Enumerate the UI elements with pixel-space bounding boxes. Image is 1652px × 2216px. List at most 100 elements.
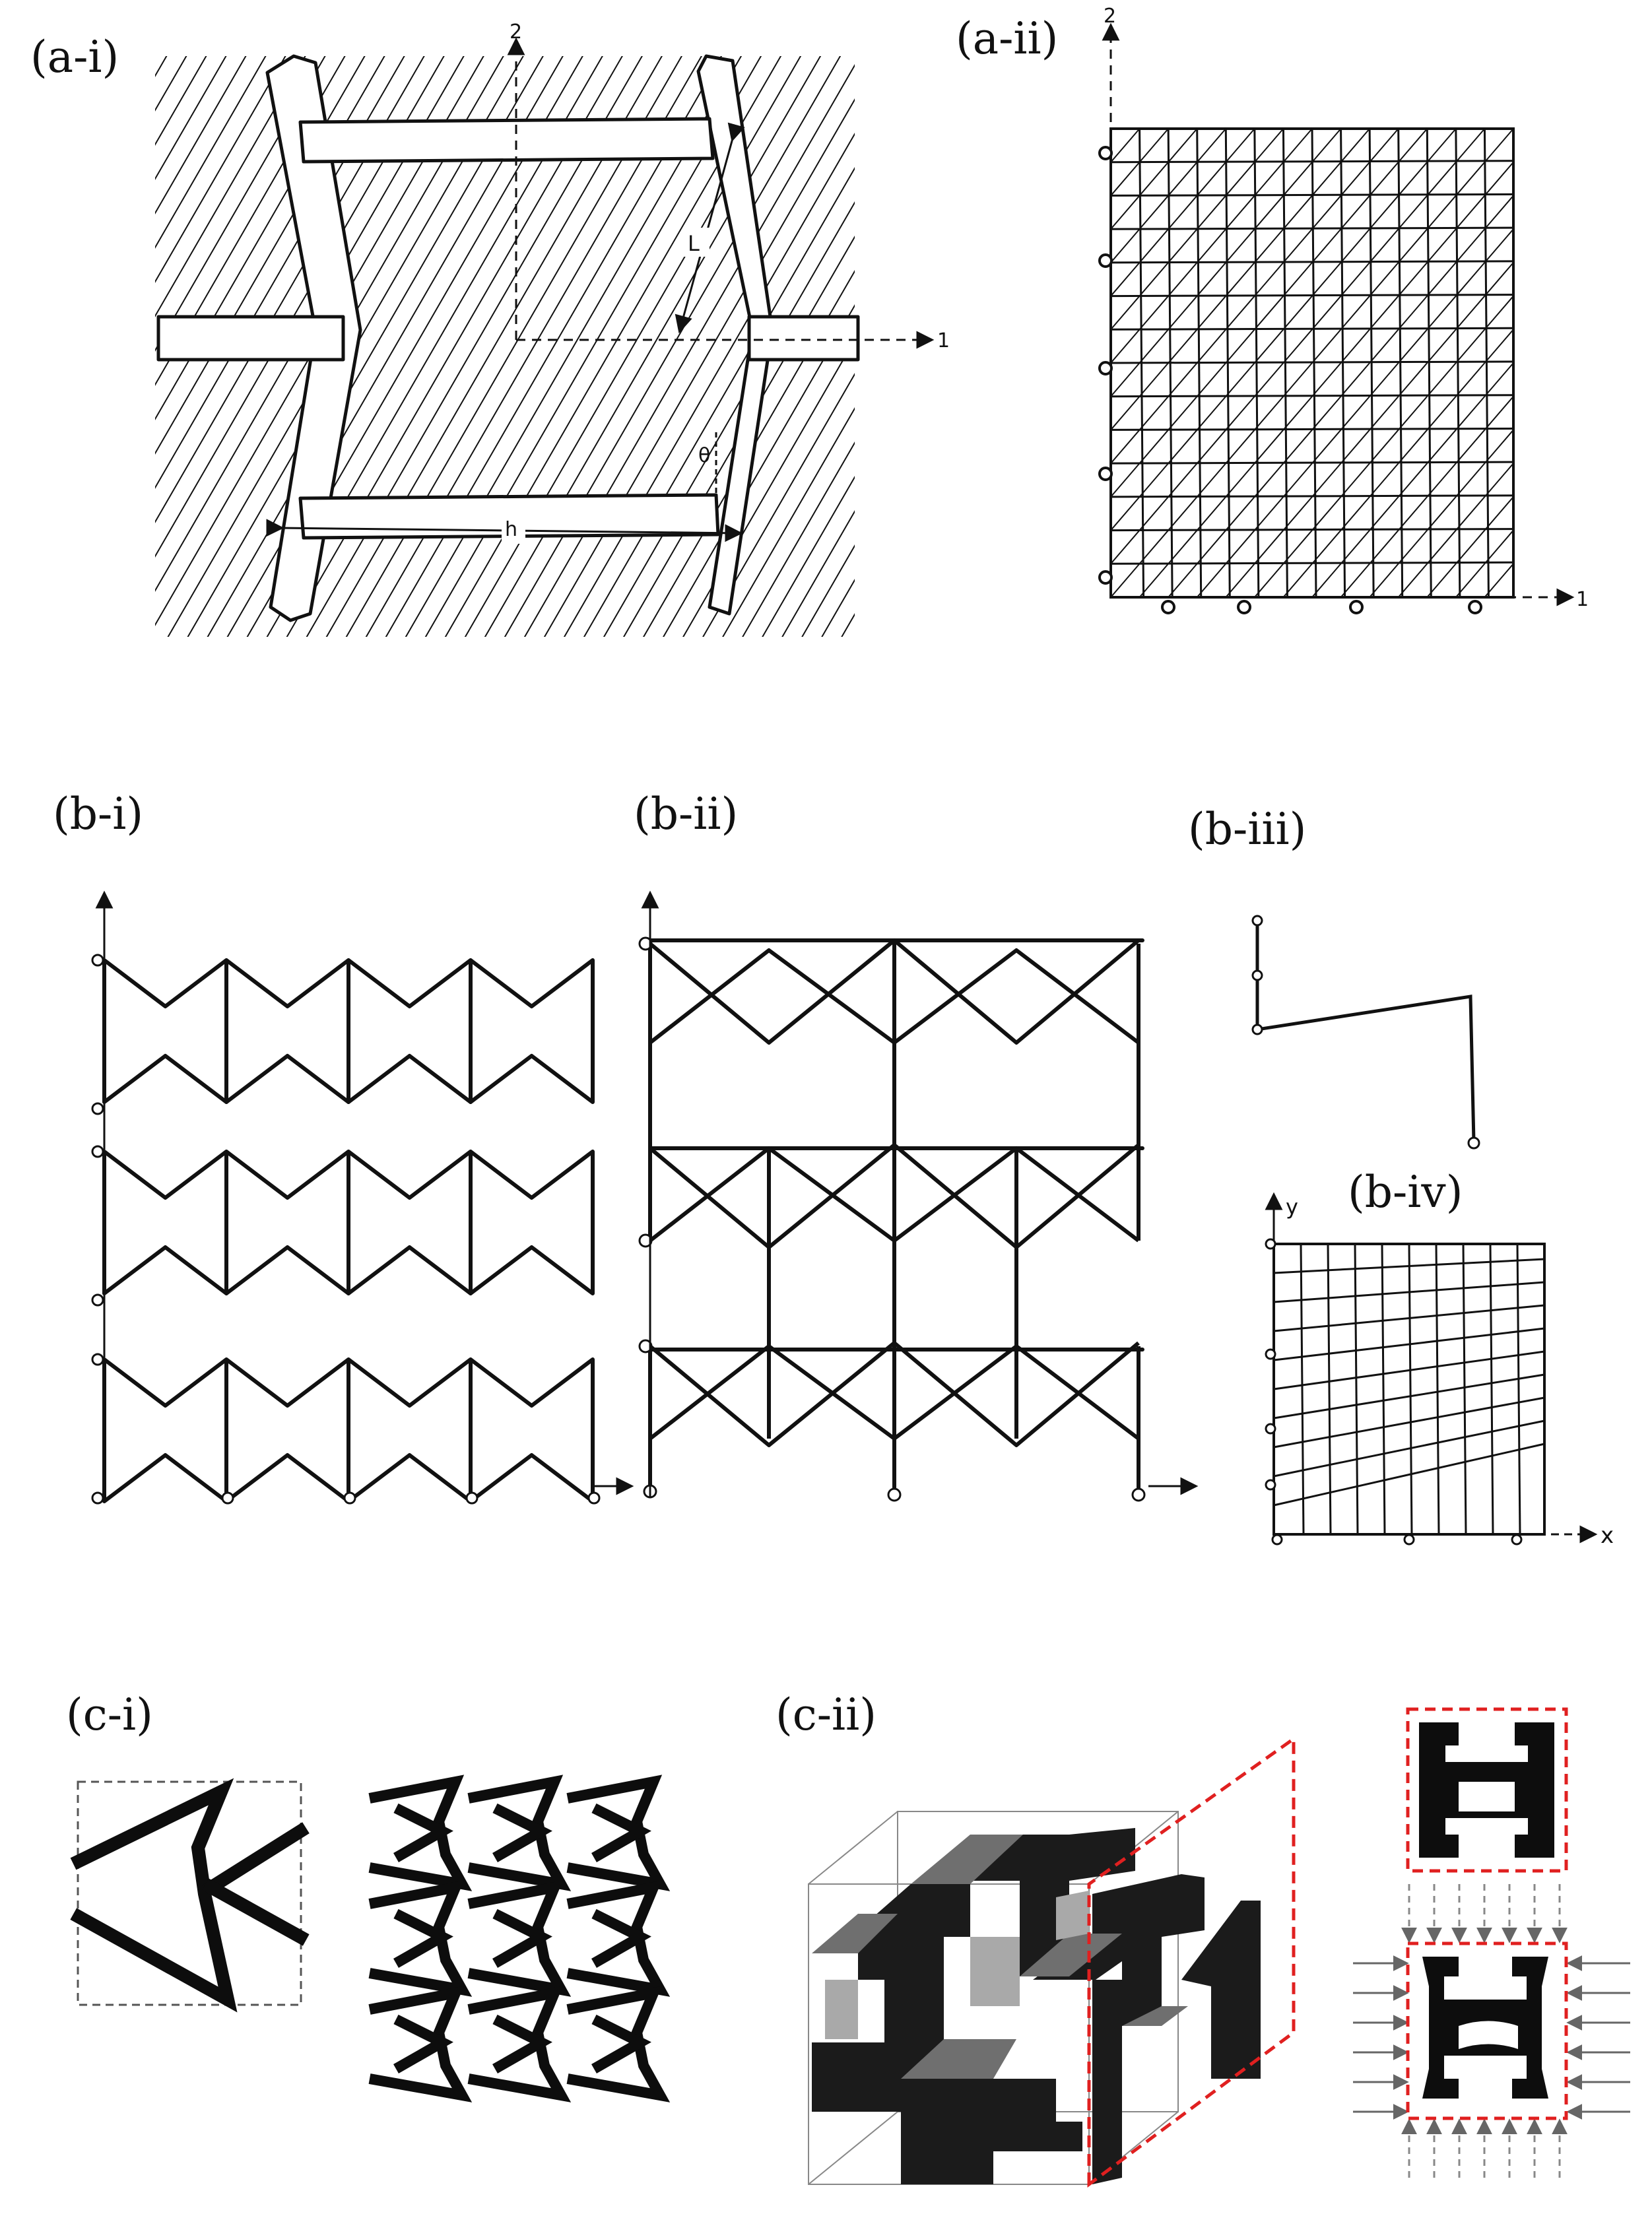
grid-diagonal <box>1397 463 1428 498</box>
bowtie-cell <box>469 1357 595 1503</box>
grid-diagonal <box>1369 329 1399 364</box>
b-iv-axis-x-label: x <box>1601 1522 1614 1549</box>
support-node <box>91 1293 104 1307</box>
grid-line-h <box>1273 1443 1545 1507</box>
grid-diagonal <box>1139 496 1169 531</box>
grid-diagonal <box>1225 195 1255 230</box>
grid-diagonal <box>1168 128 1198 163</box>
grid-lines <box>1110 128 1514 598</box>
grid-diagonal <box>1225 396 1255 431</box>
grid-diagonal <box>1311 563 1342 598</box>
grid-diagonal <box>1369 429 1399 464</box>
tile-arms <box>393 1803 453 1862</box>
support-node <box>221 1491 234 1505</box>
grid-diagonal <box>1397 295 1428 330</box>
tile-chevron <box>566 1986 671 2102</box>
bowtie-lattice-b-ii <box>638 936 1146 1502</box>
grid-diagonal <box>1397 128 1428 163</box>
support-node <box>91 1102 104 1115</box>
support-node <box>1131 1487 1146 1502</box>
grid-line-v <box>1483 128 1490 598</box>
tile-arms <box>591 1908 651 1968</box>
grid-diagonal <box>1426 362 1457 397</box>
a-ii-axis-2-label: 2 <box>1104 5 1116 28</box>
grid-diagonal <box>1426 329 1457 364</box>
bowtie-cell <box>224 1357 350 1503</box>
grid-diagonal <box>1168 329 1198 364</box>
panel-label-b-i: (b-i) <box>53 789 144 839</box>
grid-diagonal <box>1455 362 1486 397</box>
grid-diagonal <box>1196 496 1227 531</box>
grid-diagonal <box>1139 362 1169 397</box>
panel-label-b-iii: (b-iii) <box>1188 804 1307 855</box>
grid-diagonal <box>1110 262 1140 297</box>
grid-diagonal <box>1225 463 1255 498</box>
panel-label-c-i: (c-i) <box>66 1689 153 1740</box>
grid-diagonal <box>1340 463 1370 498</box>
grid-diagonal <box>1369 463 1399 498</box>
grid-diagonal <box>1282 195 1313 230</box>
grid-diagonal <box>1397 529 1428 564</box>
grid-diagonal <box>1110 228 1140 263</box>
grid-diagonal <box>1225 162 1255 197</box>
grid-diagonal <box>1484 162 1514 197</box>
grid-diagonal <box>1397 396 1428 431</box>
bowtie-cell <box>102 1150 228 1295</box>
tile-chevron <box>368 1880 473 1997</box>
grid-diagonal <box>1484 496 1514 531</box>
grid-diagonal <box>1282 362 1313 397</box>
support-node <box>638 1339 653 1353</box>
support-node <box>887 1487 902 1502</box>
grid-diagonal <box>1311 529 1342 564</box>
grid-diagonal <box>1369 563 1399 598</box>
grid-diagonal <box>1225 228 1255 263</box>
grid-diagonal <box>1484 529 1514 564</box>
grid-diagonal <box>1397 162 1428 197</box>
grid-diagonal <box>1139 529 1169 564</box>
grid-diagonal <box>1484 396 1514 431</box>
grid-line-v <box>1224 128 1231 598</box>
grid-diagonal <box>1455 295 1486 330</box>
voxel-structure-c-ii <box>808 1736 1296 2188</box>
grid-diagonal <box>1254 563 1284 598</box>
grid-diagonal <box>1340 563 1370 598</box>
grid-diagonal <box>1225 429 1255 464</box>
grid-line-v <box>1381 1243 1386 1535</box>
load-arrows-horizontal <box>1353 1955 1630 2120</box>
support-nodes <box>1098 146 1482 614</box>
b-iv-axis-y-label: y <box>1286 1194 1298 1220</box>
grid-lines <box>1273 1243 1545 1535</box>
grid-diagonal <box>1225 128 1255 163</box>
grid-diagonal <box>1139 128 1169 163</box>
grid-diagonal <box>1168 228 1198 263</box>
support-node <box>91 954 104 967</box>
grid-line-v <box>1354 1243 1359 1535</box>
grid-diagonal <box>1139 262 1169 297</box>
tile-arms <box>591 2014 651 2073</box>
grid-diagonal <box>1340 162 1370 197</box>
grid-diagonal <box>1139 396 1169 431</box>
grid-diagonal <box>1254 429 1284 464</box>
grid-diagonal <box>1484 463 1514 498</box>
grid-line-v <box>1516 1243 1521 1535</box>
grid-diagonal <box>1168 295 1198 330</box>
tile-chevron <box>467 1986 572 2102</box>
grid-diagonal <box>1168 362 1198 397</box>
grid-diagonal <box>1340 362 1370 397</box>
grid-diagonal <box>1484 262 1514 297</box>
grid-diagonal <box>1254 295 1284 330</box>
bowtie-cell <box>347 1150 473 1295</box>
grid-diagonal <box>1426 295 1457 330</box>
axis-1-label: 1 <box>937 329 950 352</box>
tile-chevron <box>368 1986 473 2102</box>
tiled-pattern-c-i <box>368 1775 671 2102</box>
support-node <box>465 1491 479 1505</box>
tile-arms <box>492 1803 552 1862</box>
grid-diagonal <box>1196 262 1227 297</box>
grid-diagonal <box>1311 228 1342 263</box>
grid-diagonal <box>1196 295 1227 330</box>
bowtie-cell <box>224 958 350 1104</box>
grid-diagonal <box>1110 429 1140 464</box>
bowtie-cell <box>347 958 473 1104</box>
grid-diagonal <box>1426 128 1457 163</box>
